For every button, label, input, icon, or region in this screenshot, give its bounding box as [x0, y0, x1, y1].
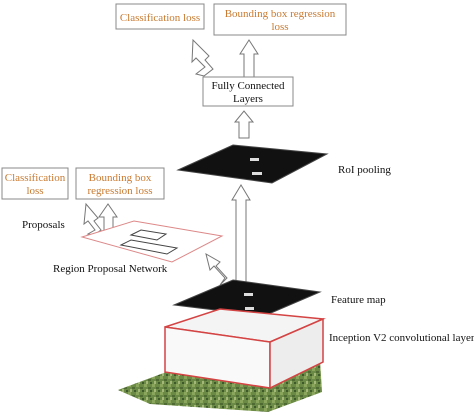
top-classification-loss-box: Classification loss [115, 3, 205, 30]
conv-layers-label: Inception V2 convolutional layers [329, 332, 474, 344]
rpn-bbox-regression-loss-box: Bounding box regression loss [75, 167, 165, 200]
rpn-to-classification-arrow [83, 202, 102, 236]
roi-pooling-label: RoI pooling [338, 164, 391, 176]
feature-map-cell [244, 293, 253, 296]
rpn-classification-loss-box: Classification loss [1, 167, 69, 200]
feature-map-label: Feature map [331, 294, 386, 306]
feature-map [172, 279, 322, 317]
rpn-classification-loss-line2: loss [26, 185, 43, 197]
fc-label-line1: Fully Connected [211, 80, 285, 92]
top-bbox-regression-loss-label-line2: loss [271, 21, 288, 33]
roi-pooled-feature [252, 172, 262, 175]
rpn-bbox-regression-loss-line1: Bounding box [89, 172, 152, 184]
top-classification-loss-label: Classification loss [120, 12, 200, 24]
fully-connected-layers-box: Fully Connected Layers [202, 76, 294, 107]
feature-map-cell [245, 307, 254, 310]
roi-to-fc-arrow [233, 110, 255, 139]
roi-pooled-feature [250, 158, 259, 161]
inception-v2-conv-block [164, 308, 326, 390]
region-proposal-network-plane [80, 220, 224, 263]
fc-to-classification-arrow [191, 38, 214, 77]
top-bbox-regression-loss-box: Bounding box regression loss [213, 3, 347, 36]
proposals-label: Proposals [22, 219, 65, 231]
roi-pooling-map [176, 144, 329, 184]
fc-label-line2: Layers [233, 93, 263, 105]
proposal-box [119, 239, 179, 255]
feature-map-to-rpn-arrow [205, 252, 228, 286]
rpn-bbox-regression-loss-line2: regression loss [87, 185, 152, 197]
feature-map-to-roi-arrow [231, 184, 251, 284]
rpn-classification-loss-line1: Classification [5, 172, 66, 184]
rpn-label: Region Proposal Network [53, 263, 168, 275]
top-bbox-regression-loss-label-line1: Bounding box regression [225, 8, 336, 20]
fc-to-bbox-arrow [239, 39, 259, 78]
proposal-box [129, 229, 168, 241]
